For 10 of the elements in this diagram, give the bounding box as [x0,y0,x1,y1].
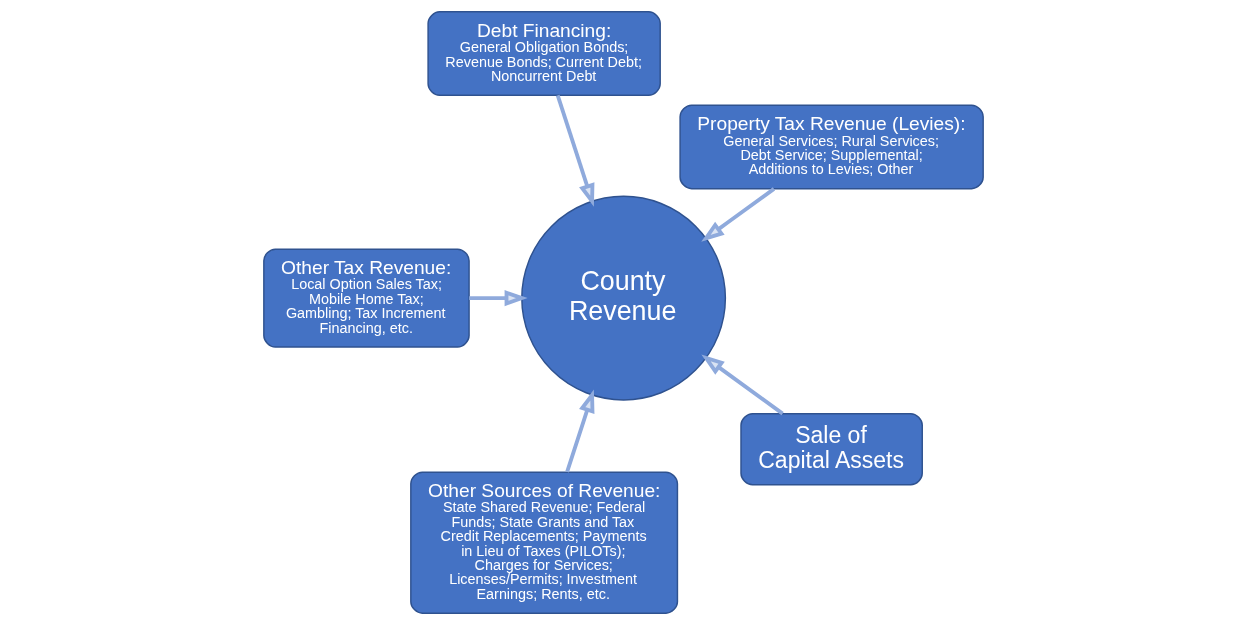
node-box: Debt Financing: General Obligation Bonds; Revenue Bonds; Current Debt; Noncurrent Debt [426,11,661,96]
arrow [555,94,594,207]
node-box: Property Tax Revenue (Levies): General Services; Rural Services; Debt Service; Supplemental; Additions to Levies; Other [678,104,984,190]
node-box: Sale of Capital Assets [739,413,923,486]
arrow [700,354,784,416]
node-box: Other Tax Revenue: Local Option Sales Tax; Mobile Home Tax; Gambling; Tax Increment Financing, etc. [262,248,470,348]
arrow [468,290,528,307]
arrow [564,389,594,473]
node-box: Other Sources of Revenue: State Shared Revenue; Federal Funds; State Grants and Tax Credit Replacements; Payments in Lieu of Taxes (PILOTs); Charges for Services; Licenses/Permits; Investment Earnings; Rents, etc. [409,471,678,614]
arrow [700,187,775,242]
